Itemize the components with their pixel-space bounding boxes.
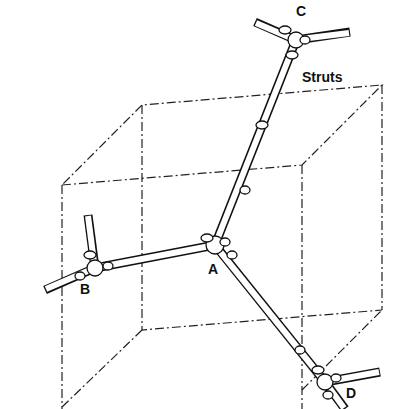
struts	[45, 22, 380, 409]
point-label: C	[296, 4, 306, 18]
point-label: B	[80, 282, 90, 296]
cube-outline	[60, 85, 382, 409]
part-label: Struts	[302, 70, 342, 84]
point-label: D	[346, 386, 356, 400]
point-label: A	[208, 262, 218, 276]
hub-joints	[75, 26, 341, 399]
